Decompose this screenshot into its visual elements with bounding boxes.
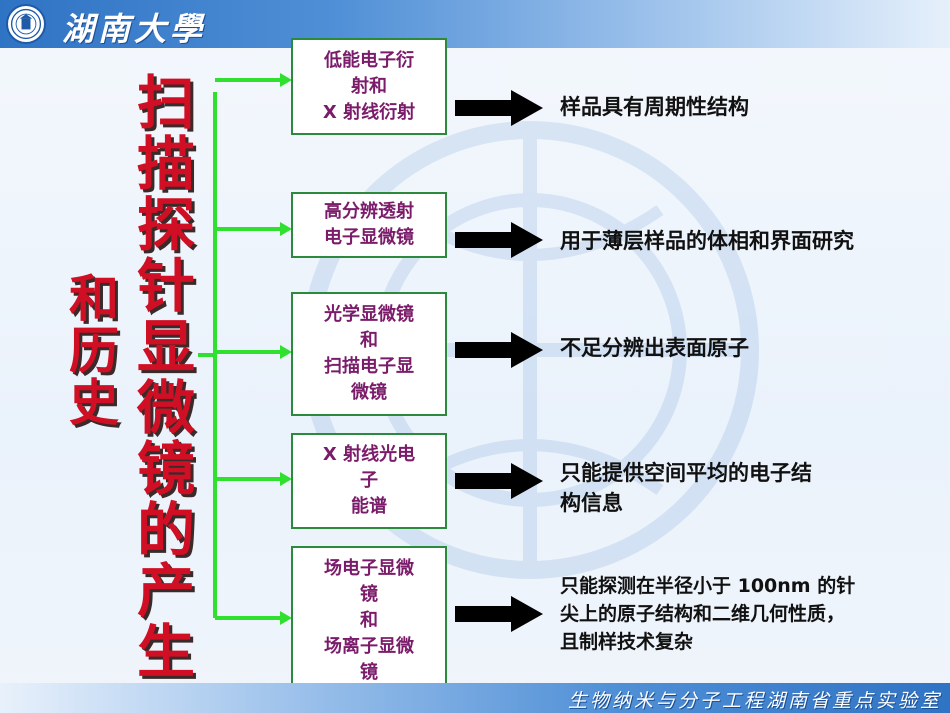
arrow-right-icon bbox=[455, 222, 543, 258]
result-line: 构信息 bbox=[560, 491, 623, 515]
method-line: 能谱 bbox=[351, 496, 387, 517]
lab-name: 生物纳米与分子工程湖南省重点实验室 bbox=[567, 690, 942, 712]
method-line: 场电子显微 bbox=[324, 558, 414, 579]
method-line: 和 bbox=[360, 330, 378, 351]
result-line: 样品具有周期性结构 bbox=[560, 95, 749, 119]
result-line: 且制样技术复杂 bbox=[560, 631, 694, 653]
arrow-right-icon bbox=[455, 90, 543, 126]
method-box-leed-xrd: 低能电子衍 射和 X 射线衍射 bbox=[291, 38, 447, 135]
title-secondary: 和历史 bbox=[61, 272, 120, 428]
result-text: 样品具有周期性结构 bbox=[560, 92, 749, 122]
method-box-om-sem: 光学显微镜 和 扫描电子显 微镜 bbox=[291, 292, 447, 416]
method-line: 和 bbox=[360, 610, 378, 631]
method-line: X 射线衍射 bbox=[322, 101, 416, 123]
result-text: 只能提供空间平均的电子结 构信息 bbox=[560, 458, 812, 518]
method-box-hrtem: 高分辨透射 电子显微镜 bbox=[291, 192, 447, 258]
result-line: 尖上的原子结构和二维几何性质， bbox=[560, 603, 846, 625]
method-line: 场离子显微 bbox=[324, 636, 414, 657]
method-line: 扫描电子显 bbox=[324, 356, 414, 377]
method-line: 微镜 bbox=[351, 382, 387, 403]
result-text: 只能探测在半径小于 100nm 的针 尖上的原子结构和二维几何性质， 且制样技术… bbox=[560, 572, 855, 656]
result-line: 只能探测在半径小于 100nm 的针 bbox=[560, 575, 856, 597]
result-line: 只能提供空间平均的电子结 bbox=[560, 461, 812, 485]
method-line: 电子显微镜 bbox=[324, 227, 414, 248]
result-line: 用于薄层样品的体相和界面研究 bbox=[560, 229, 854, 253]
result-text: 不足分辨出表面原子 bbox=[560, 333, 749, 363]
method-line: 镜 bbox=[360, 584, 378, 605]
method-box-xps: X 射线光电 子 能谱 bbox=[291, 433, 447, 529]
method-line: 高分辨透射 bbox=[324, 201, 414, 222]
arrow-right-icon bbox=[455, 463, 543, 499]
method-box-fem-fim: 场电子显微 镜 和 场离子显微 镜 bbox=[291, 546, 447, 696]
method-line: 低能电子衍 bbox=[324, 49, 414, 71]
footer-band: 生物纳米与分子工程湖南省重点实验室 bbox=[0, 683, 950, 713]
header-band: 湖南大學 bbox=[0, 0, 950, 48]
result-text: 用于薄层样品的体相和界面研究 bbox=[560, 226, 854, 256]
university-name: 湖南大學 bbox=[62, 10, 207, 48]
method-line: 子 bbox=[360, 470, 378, 491]
method-line: 镜 bbox=[360, 662, 378, 683]
arrow-right-icon bbox=[455, 332, 543, 368]
method-line: 光学显微镜 bbox=[324, 304, 414, 325]
university-seal-icon bbox=[6, 4, 46, 44]
title-main: 扫描探针显微镜的产生 bbox=[127, 72, 195, 682]
method-line: X 射线光电 bbox=[322, 444, 416, 465]
method-line: 射和 bbox=[351, 75, 387, 97]
result-line: 不足分辨出表面原子 bbox=[560, 336, 749, 360]
arrow-right-icon bbox=[455, 596, 543, 632]
